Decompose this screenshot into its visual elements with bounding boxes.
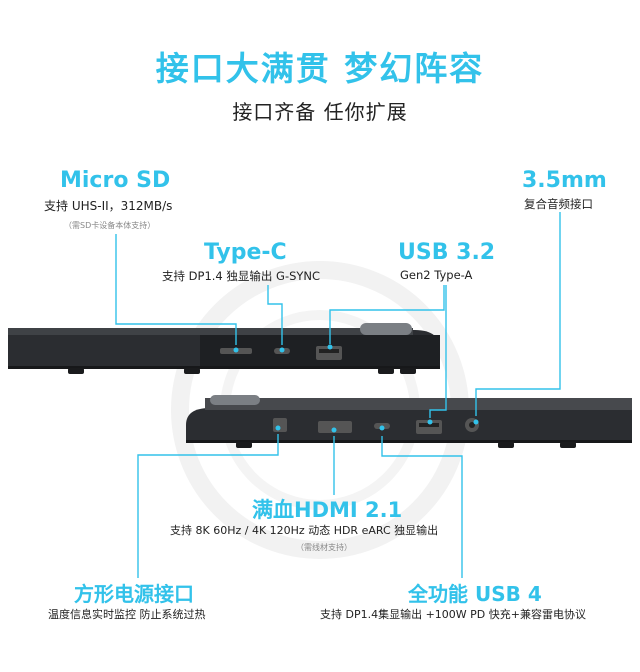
- page-title: 接口大满贯 梦幻阵容: [155, 49, 485, 88]
- hdmi-desc: 支持 8K 60Hz / 4K 120Hz 动态 HDR eARC 独显输出: [170, 524, 439, 537]
- microsd-desc: 支持 UHS-II，312MB/s: [44, 199, 173, 213]
- usb4-desc: 支持 DP1.4集显输出 +100W PD 快充+兼容雷电协议: [320, 608, 586, 621]
- power-port: [273, 418, 287, 432]
- page-subtitle: 接口齐备 任你扩展: [232, 100, 408, 124]
- power-desc: 温度信息实时监控 防止系统过热: [48, 608, 206, 621]
- audio-label: 3.5mm: [522, 168, 607, 193]
- usb32-label: USB 3.2: [398, 240, 496, 265]
- hdmi-note: （需线材支持）: [296, 543, 352, 552]
- laptop-right-side-view: [186, 395, 632, 448]
- laptop-left-side-view: [8, 323, 440, 374]
- callout-lines: [115, 212, 561, 578]
- usb4-label: 全功能 USB 4: [408, 582, 542, 606]
- microsd-label: Micro SD: [60, 168, 171, 193]
- audio-desc: 复合音频接口: [524, 197, 593, 211]
- hdmi-port: [318, 421, 352, 433]
- usb32-desc: Gen2 Type-A: [400, 268, 473, 282]
- typec-label: Type-C: [204, 240, 287, 265]
- hdmi-label: 满血HDMI 2.1: [252, 498, 403, 522]
- power-label: 方形电源接口: [74, 582, 194, 606]
- microsd-note: （需SD卡设备本体支持）: [64, 221, 156, 230]
- typec-desc: 支持 DP1.4 独显输出 G-SYNC: [162, 269, 321, 283]
